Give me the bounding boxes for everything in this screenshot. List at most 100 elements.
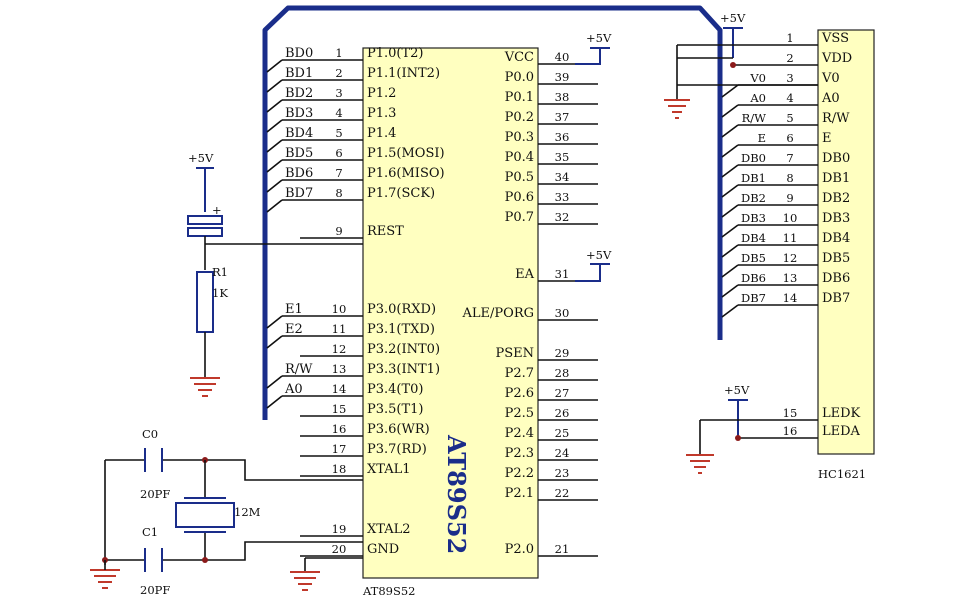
lcd-net-label: DB7 (741, 291, 766, 305)
mcu-pin-number: 15 (332, 402, 347, 416)
lcd-pin-name: A0 (821, 91, 840, 106)
mcu-pin-name: REST (367, 224, 404, 239)
mcu-net-label: E1 (285, 302, 303, 317)
mcu-pin-number: 22 (555, 486, 570, 500)
mcu-pin-number: 28 (555, 366, 570, 380)
mcu-pin-number: 5 (335, 126, 342, 140)
mcu-pin-19: 19 XTAL2 (300, 522, 411, 537)
mcu-pin-26: 26 P2.5 (505, 406, 598, 421)
lcd-power-label: +5V (720, 11, 746, 25)
lcd-pin-name: LEDA (822, 424, 861, 439)
mcu-pin-number: 10 (332, 302, 347, 316)
mcu-pin-name: P0.1 (505, 90, 534, 105)
lcd-pin-number: 11 (783, 231, 798, 245)
mcu-pin-number: 2 (335, 66, 342, 80)
mcu-net-label: BD7 (285, 186, 313, 201)
mcu-pin-name: P0.0 (505, 70, 534, 85)
mcu-pin-number: 23 (555, 466, 570, 480)
mcu-pin-name: P3.1(TXD) (367, 322, 435, 337)
ea-power-symbol: +5V (575, 248, 612, 282)
mcu-pin-name: XTAL1 (367, 462, 411, 477)
mcu-net-label: BD0 (285, 46, 313, 61)
lcd-pin-name: DB7 (822, 291, 850, 306)
mcu-pin-name: P2.5 (505, 406, 534, 421)
mcu-pin-name: P2.0 (505, 542, 534, 557)
lcd-net-label: DB4 (741, 231, 766, 245)
lcd-pin-name: DB6 (822, 271, 850, 286)
mcu-net-label: BD6 (285, 166, 313, 181)
lcd-pin-name: E (822, 131, 832, 146)
lcd-net-label: DB2 (741, 191, 766, 205)
c0-ref: C0 (142, 427, 158, 441)
mcu-pin-name: P0.3 (505, 130, 534, 145)
mcu-net-label: A0 (284, 382, 303, 397)
lcd-pin-name: DB0 (822, 151, 850, 166)
backlight-power-label: +5V (724, 383, 750, 397)
c0-value: 20PF (140, 487, 170, 501)
mcu-pin-number: 29 (555, 346, 570, 360)
lcd-pin-name: DB2 (822, 191, 850, 206)
mcu-pin-number: 8 (335, 186, 342, 200)
lcd-pin-name: DB4 (822, 231, 850, 246)
mcu-chip-name: AT89S52 (442, 434, 471, 554)
mcu-pin-number: 26 (555, 406, 570, 420)
mcu-pin-name: P3.3(INT1) (367, 362, 440, 377)
mcu-net-label: BD4 (285, 126, 313, 141)
mcu-pin-name: P2.6 (505, 386, 534, 401)
mcu-pin-name: P3.4(T0) (367, 382, 424, 397)
mcu-net-label: R/W (285, 362, 313, 377)
mcu-pin-name: P0.5 (505, 170, 534, 185)
mcu-pin-number: 19 (332, 522, 347, 536)
lcd-net-label: V0 (749, 71, 766, 85)
mcu-pin-number: 39 (555, 70, 570, 84)
mcu-pin-name: VCC (504, 50, 534, 65)
lcd-pin-number: 12 (783, 251, 798, 265)
lcd-pin-number: 15 (783, 406, 798, 420)
mcu-pin-name: P3.2(INT0) (367, 342, 440, 357)
mcu-pin-number: 1 (335, 46, 342, 60)
crystal-value: 12M (234, 505, 261, 519)
lcd-net-label: DB3 (741, 211, 766, 225)
lcd-pin-name: DB1 (822, 171, 850, 186)
lcd-module-label: HC1621 (818, 467, 866, 481)
mcu-pin-name: P0.2 (505, 110, 534, 125)
mcu-pin-name: P1.2 (367, 86, 396, 101)
mcu-pin-name: XTAL2 (367, 522, 411, 537)
lcd-pin-name: R/W (822, 111, 850, 126)
mcu-pin-12: 12 P3.2(INT0) (300, 342, 440, 357)
reset-capacitor-polarity: + (212, 203, 222, 217)
ea-power-label: +5V (586, 248, 612, 262)
lcd-pin-number: 8 (786, 171, 793, 185)
mcu-pin-number: 20 (332, 542, 347, 556)
mcu-pin-name: P0.4 (505, 150, 534, 165)
mcu-pin-number: 12 (332, 342, 347, 356)
reset-capacitor-bottom (187, 227, 223, 237)
